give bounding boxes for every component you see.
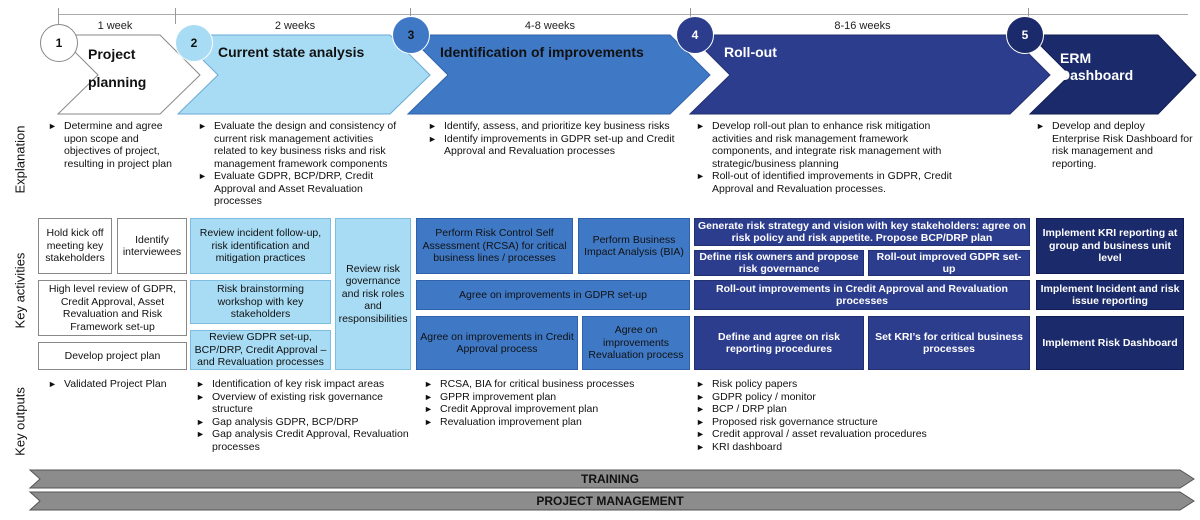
list-item: Develop roll-out plan to enhance risk mi… <box>694 120 966 170</box>
activity-set-kri: Set KRI’s for critical business processe… <box>868 316 1030 370</box>
phase-5-number: 5 <box>1006 16 1044 54</box>
phase-1-number: 1 <box>40 24 78 62</box>
phase-4-number: 4 <box>676 16 714 54</box>
activity-risk-strategy: Generate risk strategy and vision with k… <box>694 218 1030 246</box>
activity-incident-reporting: Implement Incident and risk issue report… <box>1036 280 1184 310</box>
list-item: KRI dashboard <box>694 441 994 454</box>
list-item: GDPR policy / monitor <box>694 391 994 404</box>
outputs-phase-1: Validated Project Plan <box>46 378 186 391</box>
row-label-outputs: Key outputs <box>12 387 28 456</box>
activity-kickoff: Hold kick off meeting key stakeholders <box>38 218 112 274</box>
phase-3-title: Identification of improvements <box>440 44 644 60</box>
phase-5-title: ERM Dashboard <box>1060 50 1134 83</box>
phase-duration: 1 week <box>97 20 133 32</box>
activity-risk-dashboard: Implement Risk Dashboard <box>1036 316 1184 370</box>
list-item: Evaluate the design and consistency of c… <box>196 120 406 170</box>
bottom-bars <box>28 469 1195 511</box>
list-item: Develop and deploy Enterprise Risk Dashb… <box>1034 120 1194 170</box>
phase-5-chevron <box>1028 34 1197 115</box>
phase-3-number: 3 <box>392 16 430 54</box>
activity-risk-reporting: Define and agree on risk reporting proce… <box>694 316 864 370</box>
list-item: Evaluate GDPR, BCP/DRP, Credit Approval … <box>196 170 406 208</box>
activity-agree-revaluation: Agree on improvements Revaluation proces… <box>582 316 690 370</box>
list-item: Credit approval / asset revaluation proc… <box>694 428 994 441</box>
list-item: Identify, assess, and prioritize key bus… <box>426 120 686 133</box>
timeline-line <box>58 14 1188 15</box>
list-item: Overview of existing risk governance str… <box>194 391 414 416</box>
explanation-phase-1: Determine and agree upon scope and objec… <box>46 120 186 170</box>
phase-2-number: 2 <box>175 24 213 62</box>
activity-high-level-review: High level review of GDPR, Credit Approv… <box>38 280 187 336</box>
row-label-explanation: Explanation <box>12 125 28 194</box>
list-item: Proposed risk governance structure <box>694 416 994 429</box>
activity-agree-credit: Agree on improvements in Credit Approval… <box>416 316 578 370</box>
pm-bar-label: PROJECT MANAGEMENT <box>536 494 684 508</box>
phase-4-title: Roll-out <box>724 44 777 60</box>
explanation-phase-4: Develop roll-out plan to enhance risk mi… <box>694 120 966 195</box>
list-item: BCP / DRP plan <box>694 403 994 416</box>
activity-identify-interviewees: Identify interviewees <box>117 218 187 274</box>
phase-2-title: Current state analysis <box>218 44 365 60</box>
activity-risk-owners: Define risk owners and propose risk gove… <box>694 250 864 276</box>
list-item: Revaluation improvement plan <box>422 416 682 429</box>
activity-rcsa: Perform Risk Control Self Assessment (RC… <box>416 218 573 274</box>
list-item: Gap analysis Credit Approval, Revaluatio… <box>194 428 414 453</box>
activity-review-governance: Review risk governance and risk roles an… <box>335 218 411 370</box>
phase-duration: 8-16 weeks <box>834 20 891 32</box>
phase-1-chevron <box>56 34 201 115</box>
activity-kri-reporting: Implement KRI reporting at group and bus… <box>1036 218 1184 274</box>
activity-brainstorm-workshop: Risk brainstorming workshop with key sta… <box>190 280 331 324</box>
list-item: Roll-out of identified improvements in G… <box>694 170 966 195</box>
list-item: Credit Approval improvement plan <box>422 403 682 416</box>
phase-duration: 2 weeks <box>274 20 316 32</box>
list-item: RCSA, BIA for critical business processe… <box>422 378 682 391</box>
phase-chevrons <box>56 34 1197 115</box>
training-bar-shape <box>28 469 1195 489</box>
row-label-activities: Key activities <box>12 252 28 329</box>
timeline-tick <box>58 8 59 24</box>
activity-review-gdpr: Review GDPR set-up, BCP/DRP, Credit Appr… <box>190 330 331 370</box>
phase-duration: 4-8 weeks <box>524 20 576 32</box>
pm-bar-shape <box>28 491 1195 511</box>
training-bar-label: TRAINING <box>581 472 639 486</box>
explanation-phase-3: Identify, assess, and prioritize key bus… <box>426 120 686 158</box>
activity-project-plan: Develop project plan <box>38 342 187 370</box>
list-item: Validated Project Plan <box>46 378 186 391</box>
list-item: Determine and agree upon scope and objec… <box>46 120 186 170</box>
phase-3-chevron <box>406 34 711 115</box>
explanation-phase-2: Evaluate the design and consistency of c… <box>196 120 406 208</box>
explanation-phase-5: Develop and deploy Enterprise Risk Dashb… <box>1034 120 1194 170</box>
outputs-phase-2: Identification of key risk impact areas … <box>194 378 414 453</box>
activity-bia: Perform Business Impact Analysis (BIA) <box>578 218 690 274</box>
outputs-phase-3: RCSA, BIA for critical business processe… <box>422 378 682 428</box>
list-item: GPPR improvement plan <box>422 391 682 404</box>
list-item: Identification of key risk impact areas <box>194 378 414 391</box>
list-item: Risk policy papers <box>694 378 994 391</box>
timeline-tick <box>175 8 176 24</box>
activity-rollout-gdpr: Roll-out improved GDPR set-up <box>868 250 1030 276</box>
list-item: Identify improvements in GDPR set-up and… <box>426 133 686 158</box>
phase-2-chevron <box>176 34 431 115</box>
outputs-phase-4: Risk policy papers GDPR policy / monitor… <box>694 378 994 453</box>
phase-1-title: Project planning <box>88 46 147 90</box>
list-item: Gap analysis GDPR, BCP/DRP <box>194 416 414 429</box>
activity-rollout-credit: Roll-out improvements in Credit Approval… <box>694 280 1030 310</box>
activity-agree-gdpr: Agree on improvements in GDPR set-up <box>416 280 690 310</box>
activity-review-incident: Review incident follow-up, risk identifi… <box>190 218 331 274</box>
